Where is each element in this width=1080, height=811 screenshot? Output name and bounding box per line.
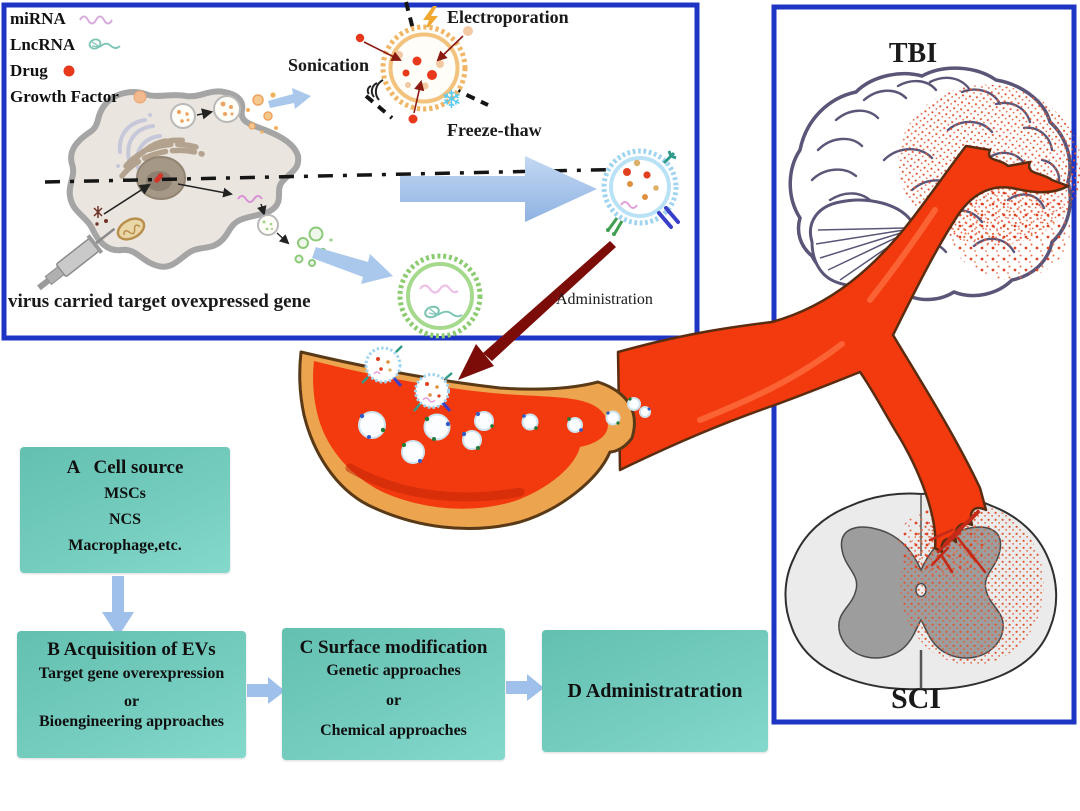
engineering-panel-frame — [1, 2, 700, 341]
multivesicular-body — [213, 95, 241, 123]
mirna-wave-icon — [78, 15, 113, 25]
green-ev — [397, 253, 483, 339]
surface-protein-green — [606, 217, 624, 236]
lightning-icon — [423, 6, 438, 33]
arrow-a-to-b — [102, 576, 134, 637]
lncrna-cargo — [424, 305, 463, 319]
arrow-b-to-c — [247, 677, 285, 704]
administration-label: Administration — [556, 291, 653, 308]
sci-label: SCI — [890, 682, 942, 715]
surface-protein-blue — [657, 206, 680, 229]
free-drug-dot — [355, 33, 365, 43]
growth-factor-dot-icon — [133, 90, 147, 104]
arrow-to-engineered-ev — [400, 156, 597, 222]
snowflake-icon: ❄ — [441, 87, 462, 114]
parent-cell — [66, 88, 302, 270]
flowchart-arrows — [102, 576, 544, 704]
box-b-item: or — [123, 693, 140, 710]
legend-label: Growth Factor — [10, 87, 119, 106]
arrow-cell-to-green-ev — [312, 247, 393, 284]
box-c-item: Chemical approaches — [320, 722, 467, 739]
box-b-item: Bioengineering approaches — [38, 713, 225, 730]
mirna-transcript — [237, 195, 263, 203]
freeze-thaw-label: Freeze-thaw — [447, 120, 542, 140]
engineered-ev — [601, 148, 680, 236]
legend: miRNA LncRNA Drug Growth Factor — [10, 8, 151, 108]
legend-item-drug: Drug — [10, 60, 151, 82]
lncrna-coil-icon — [88, 38, 121, 50]
legend-label: miRNA — [10, 9, 66, 28]
virus-particles — [93, 206, 108, 226]
legend-item-growth-factor: Growth Factor — [10, 86, 151, 108]
flowchart-box-b: B Acquisition of EVs Target gene overexp… — [17, 631, 246, 758]
vesicle-release-arrow — [276, 232, 290, 245]
tbi-injury-stipple-2 — [950, 180, 1070, 280]
box-c-item: Genetic approaches — [326, 662, 461, 679]
virus-to-nucleus-arrow — [103, 183, 151, 215]
golgi-apparatus — [119, 137, 205, 179]
flowchart-box-c: C Surface modification Genetic approache… — [282, 628, 505, 760]
target-gene — [154, 173, 164, 183]
mitochondrion — [116, 217, 146, 241]
nucleus-to-rna-arrow — [177, 183, 233, 198]
free-growth-factor-dot — [463, 26, 473, 36]
endoplasmic-reticulum — [116, 113, 162, 170]
administration-arrow — [458, 241, 616, 380]
nucleus — [136, 156, 186, 200]
vessel-highlight — [697, 207, 938, 423]
mirna-cargo — [419, 284, 459, 294]
released-engineered-evs — [294, 226, 333, 267]
box-a-item: Macrophage,etc. — [68, 537, 182, 554]
box-b-title: B Acquisition of EVs — [47, 639, 216, 660]
virus-caption: virus carried target ovexpressed gene — [8, 291, 311, 312]
legend-label: Drug — [10, 61, 48, 80]
box-c-title: C Surface modification — [299, 637, 488, 658]
ev-membrane-proteins — [359, 397, 651, 463]
box-b-item: Target gene overexpression — [38, 665, 225, 682]
box-a-title: A Cell source — [66, 457, 184, 478]
surface-protein-teal — [662, 150, 677, 165]
cargo-entry-arrows — [363, 35, 464, 114]
released-growth-factor-evs — [246, 92, 278, 134]
box-a-item: NCS — [108, 511, 141, 528]
syringe-icon — [37, 227, 116, 291]
box-c-item: or — [385, 692, 402, 709]
blood-vessel-tube — [616, 144, 1070, 574]
sound-waves-icon — [366, 79, 384, 101]
arrow-c-to-d — [506, 674, 544, 701]
rna-to-vesicle-arrow — [257, 203, 267, 216]
circulating-evs — [358, 345, 651, 464]
entering-engineered-ev-2 — [413, 372, 453, 412]
spinal-cord-illustration — [784, 492, 1058, 691]
arrow-cell-to-loading — [268, 88, 311, 109]
box-a-item: MSCs — [104, 485, 146, 502]
mirna-cargo — [620, 201, 638, 209]
box-d-title: D Administratration — [567, 679, 743, 702]
drug-dot-icon — [63, 65, 75, 77]
vesicle-growth-factor — [170, 103, 196, 129]
loading-ev-outer-ring — [380, 24, 468, 112]
vessel-lumen — [313, 361, 608, 509]
entering-engineered-ev-1 — [361, 345, 403, 387]
vesicle-transport-arrow — [196, 108, 214, 120]
legend-label: LncRNA — [10, 35, 76, 54]
electroporation-label: Electroporation — [447, 7, 569, 27]
sci-vessel-branches — [928, 510, 987, 574]
tbi-label: TBI — [888, 38, 938, 69]
lumen-shadow — [345, 463, 525, 502]
flowchart-box-d: D Administratration — [542, 630, 768, 752]
legend-item-mirna: miRNA — [10, 8, 151, 30]
free-drug-dot-2 — [408, 114, 418, 124]
flowchart-box-a: A Cell source MSCs NCS Macrophage,etc. — [20, 447, 230, 573]
loading-ev-inner-ring — [388, 32, 460, 104]
legend-item-lncrna: LncRNA — [10, 34, 151, 56]
ev-loading-diagram — [355, 1, 489, 124]
sonication-label: Sonication — [288, 55, 370, 75]
vesicle-rna-cargo — [257, 214, 279, 236]
